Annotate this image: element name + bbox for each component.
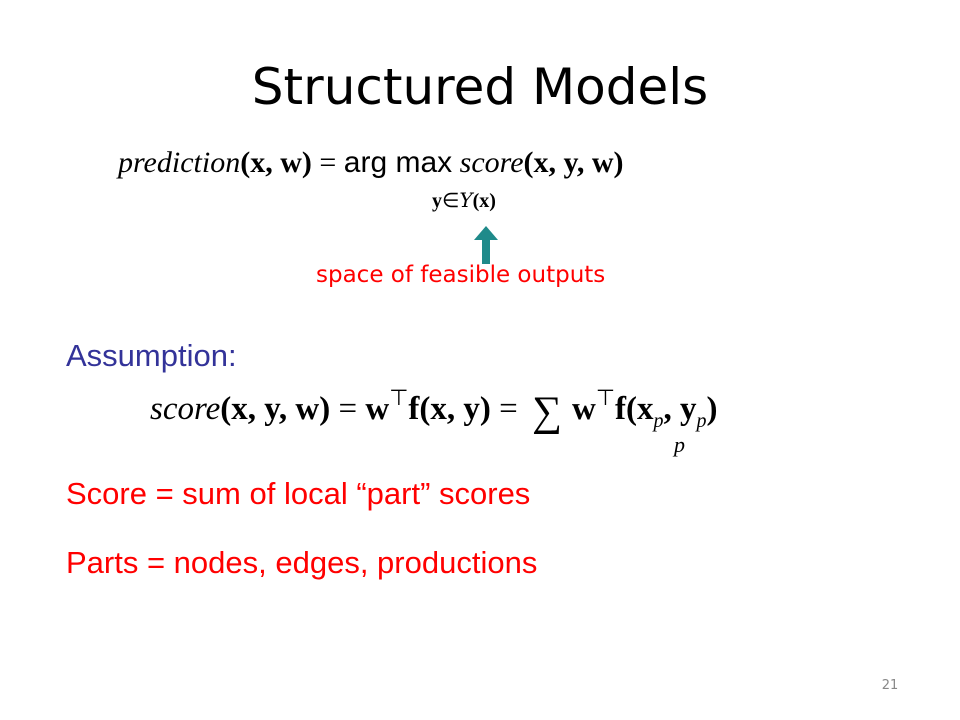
feature-func-2: f (614, 391, 626, 427)
equals-sign: = (319, 146, 337, 179)
weight-vector-2: w (571, 391, 596, 427)
prediction-args: (x, w) (240, 146, 312, 179)
subscript-set: Y (459, 188, 473, 212)
part-y: y (679, 391, 697, 427)
page-number: 21 (881, 678, 899, 693)
weight-vector: w (365, 391, 390, 427)
part-x-sub: p (653, 410, 664, 432)
slide-title: Structured Models (251, 58, 709, 116)
transpose-symbol: ⊤ (389, 385, 409, 410)
parts-statement: Parts = nodes, edges, productions (66, 545, 538, 580)
feature-func: f (408, 391, 420, 427)
subscript-var: y (432, 190, 442, 212)
subscript-element-of: ∈ (442, 190, 460, 212)
prediction-func: prediction (118, 146, 241, 179)
feasible-outputs-annotation: space of feasible outputs (316, 262, 606, 288)
score-args-2: (x, y, w) (220, 391, 331, 427)
subscript-arg: (x) (472, 190, 496, 212)
sum-index: p (674, 432, 685, 457)
feature-args: (x, y) (419, 391, 491, 427)
equals-sign-3: = (499, 391, 518, 427)
up-arrow-shape (474, 226, 498, 264)
score-decomposition-equation: score(x, y, w) = w⊤f(x, y) = ∑w⊤f(xp, yp… (150, 385, 718, 435)
score-args: (x, y, w) (523, 146, 624, 179)
prediction-equation: prediction(x, w) = arg max score(x, y, w… (118, 146, 624, 180)
assumption-label: Assumption: (66, 338, 237, 373)
equals-sign-2: = (338, 391, 358, 427)
sum-symbol: ∑ (532, 389, 562, 435)
up-arrow-icon (474, 226, 498, 264)
argmax-subscript: y∈Y(x) (432, 188, 496, 213)
argmax-operator: arg max (343, 146, 453, 179)
part-x: x (636, 391, 654, 427)
score-func: score (459, 146, 524, 179)
part-y-sub: p (696, 410, 707, 432)
transpose-symbol-2: ⊤ (595, 385, 615, 410)
score-func-2: score (150, 391, 221, 427)
score-statement: Score = sum of local “part” scores (66, 476, 531, 511)
